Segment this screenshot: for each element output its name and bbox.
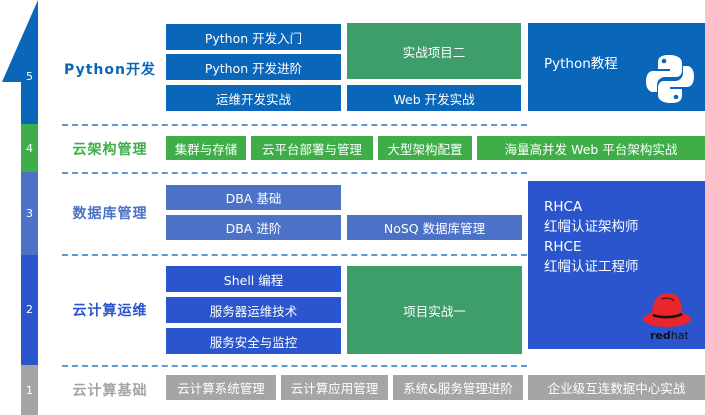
course-large-architecture[interactable]: 大型架构配置 [378, 136, 472, 160]
level-5-number: 5 [26, 69, 33, 83]
cert-rhca: RHCA [544, 199, 583, 215]
course-app-admin[interactable]: 云计算应用管理 [281, 375, 388, 400]
python-tutorial-panel[interactable]: Python教程 [528, 23, 705, 111]
course-nosql[interactable]: NoSQ 数据库管理 [347, 215, 522, 240]
project-two[interactable]: 实战项目二 [347, 23, 521, 79]
course-web-practice[interactable]: Web 开发实战 [347, 85, 521, 111]
level-5-bar-shape [21, 82, 38, 124]
redhat-wordmark: redhat [650, 329, 689, 342]
level-1-bar-shape [21, 365, 38, 415]
course-shell[interactable]: Shell 编程 [166, 266, 341, 292]
course-cluster-storage[interactable]: 集群与存储 [166, 136, 246, 160]
course-python-advanced[interactable]: Python 开发进阶 [166, 54, 341, 80]
cert-rhca-desc: 红帽认证架构师 [544, 219, 639, 235]
python-logo-icon [646, 55, 694, 103]
course-python-intro[interactable]: Python 开发入门 [166, 24, 341, 50]
separator-2-1 [62, 365, 527, 367]
course-server-ops[interactable]: 服务器运维技术 [166, 297, 341, 323]
level-2-number: 2 [26, 302, 33, 316]
level-4-title: 云架构管理 [72, 142, 148, 158]
arrow-head [2, 0, 38, 82]
course-system-admin[interactable]: 云计算系统管理 [166, 375, 276, 400]
level-3-number: 3 [26, 206, 33, 220]
level-1-title: 云计算基础 [72, 383, 148, 399]
redhat-logo-icon [643, 293, 691, 327]
separator-5-4 [62, 124, 527, 126]
separator-3-2 [62, 254, 527, 256]
cert-rhce: RHCE [544, 239, 582, 255]
level-4-number: 4 [26, 141, 33, 155]
course-service-advanced[interactable]: 系统&服务管理进阶 [393, 375, 523, 400]
level-3-bar-shape [21, 172, 38, 255]
redhat-certification-panel[interactable]: RHCA 红帽认证架构师 RHCE 红帽认证工程师 redhat [528, 181, 705, 349]
cert-rhce-desc: 红帽认证工程师 [544, 259, 639, 275]
python-tutorial-label: Python教程 [544, 56, 618, 72]
separator-4-3 [62, 172, 527, 174]
course-datacenter[interactable]: 企业级互连数据中心实战 [528, 375, 705, 400]
level-5-title: Python开发 [64, 62, 156, 78]
course-security-monitoring[interactable]: 服务安全与监控 [166, 328, 341, 354]
redhat-wordmark-light: hat [670, 329, 689, 342]
level-2-title: 云计算运维 [72, 303, 148, 319]
course-cloud-platform[interactable]: 云平台部署与管理 [251, 136, 373, 160]
level-3-title: 数据库管理 [72, 206, 148, 222]
level-1-number: 1 [26, 383, 33, 397]
level-2-bar-shape [21, 255, 38, 365]
project-one[interactable]: 项目实战一 [347, 266, 522, 354]
redhat-wordmark-bold: red [650, 329, 671, 342]
course-devops-practice[interactable]: 运维开发实战 [166, 85, 341, 111]
level-arrow [2, 0, 38, 415]
level-4-bar-shape [21, 124, 38, 172]
course-high-concurrency[interactable]: 海量高并发 Web 平台架构实战 [477, 136, 705, 160]
cert-list: RHCA 红帽认证架构师 RHCE 红帽认证工程师 [544, 197, 639, 277]
course-dba-basic[interactable]: DBA 基础 [166, 185, 341, 210]
course-dba-advanced[interactable]: DBA 进阶 [166, 215, 341, 240]
